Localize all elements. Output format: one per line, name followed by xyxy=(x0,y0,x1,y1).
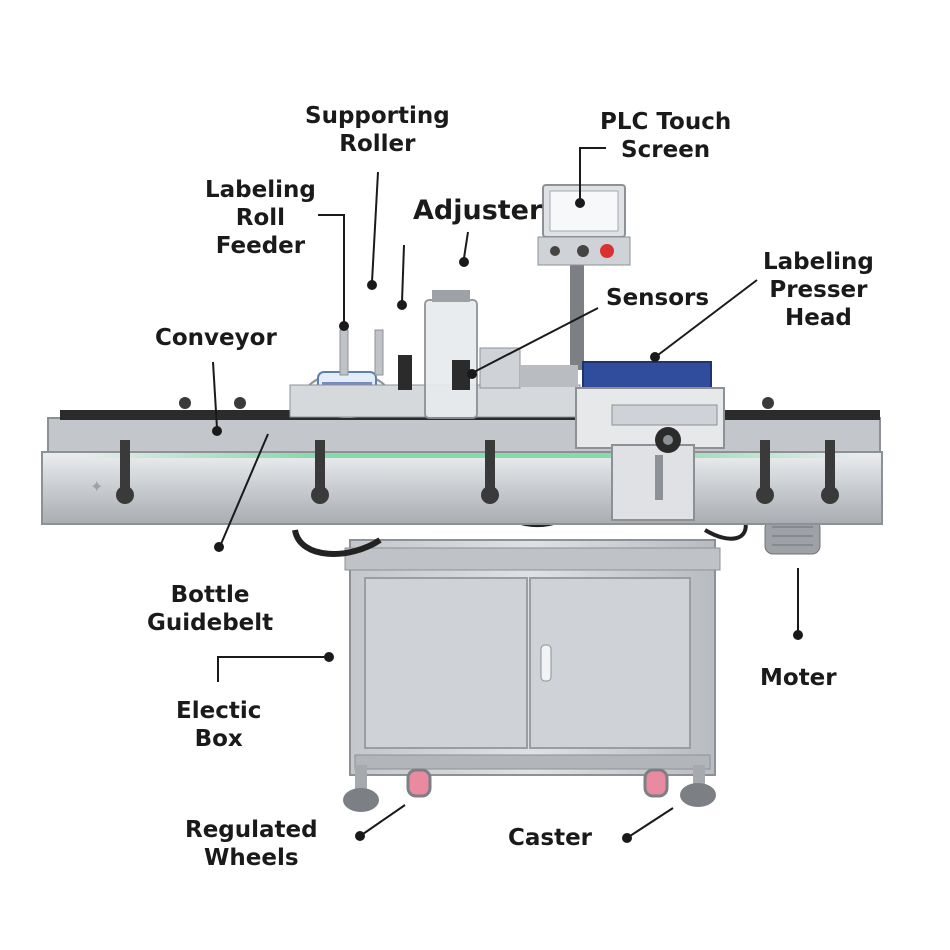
label-line: Sensors xyxy=(606,285,710,311)
label-bottle-guidebelt: Bottle Guidebelt xyxy=(147,581,273,637)
label-line: Wheels xyxy=(204,845,299,871)
machine: ✦ xyxy=(41,184,883,812)
label-line: Labeling xyxy=(205,177,316,203)
label-sensors: Sensors xyxy=(606,284,709,312)
label-line: Presser xyxy=(769,277,868,303)
label-line: Box xyxy=(194,726,243,752)
label-supporting-roller: Supporting Roller xyxy=(305,102,450,158)
label-labeling-roll-feeder: Labeling Roll Feeder xyxy=(205,176,316,260)
label-line: Screen xyxy=(621,137,711,163)
label-line: Electic xyxy=(176,698,262,724)
regulated-wheels xyxy=(343,783,716,812)
label-line: Guidebelt xyxy=(147,610,274,636)
label-labeling-presser-head: Labeling Presser Head xyxy=(763,248,874,332)
label-plc-touch-screen: PLC Touch Screen xyxy=(600,108,731,164)
label-line: Regulated xyxy=(185,817,318,843)
labeling-head xyxy=(289,290,581,419)
label-electic-box: Electic Box xyxy=(176,697,261,753)
plc-touch-screen xyxy=(537,184,631,370)
label-line: Caster xyxy=(508,825,593,851)
bottle-guidebelt xyxy=(116,397,839,504)
svg-text:✦: ✦ xyxy=(90,477,103,496)
label-line: Roll xyxy=(235,205,286,231)
label-moter: Moter xyxy=(760,664,837,692)
labeling-presser-head xyxy=(575,361,725,521)
electric-box xyxy=(344,539,721,795)
label-line: Head xyxy=(785,305,852,331)
motor xyxy=(764,519,821,555)
leader-lines xyxy=(212,147,803,843)
label-line: Labeling xyxy=(763,249,874,275)
label-adjuster: Adjuster xyxy=(413,197,542,225)
label-line: PLC Touch xyxy=(600,109,732,135)
label-regulated-wheels: Regulated Wheels xyxy=(185,816,318,872)
conveyor-frame: ✦ xyxy=(41,410,883,525)
label-caster: Caster xyxy=(508,824,592,852)
label-line: Conveyor xyxy=(155,325,277,351)
label-line: Roller xyxy=(339,131,416,157)
label-line: Feeder xyxy=(215,233,306,259)
label-line: Bottle xyxy=(170,582,250,608)
label-line: Supporting xyxy=(305,103,450,129)
label-line: Adjuster xyxy=(413,195,543,226)
label-conveyor: Conveyor xyxy=(155,324,277,352)
label-line: Moter xyxy=(760,665,837,691)
casters xyxy=(406,768,669,798)
